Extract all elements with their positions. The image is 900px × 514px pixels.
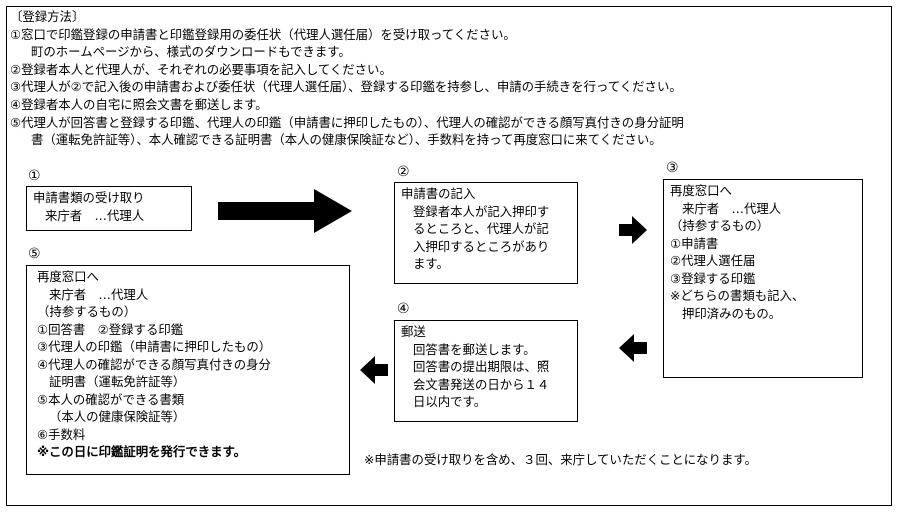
- step-2-line: 登録者本人が記入押印す: [413, 203, 550, 219]
- step-4-line: 回答書の提出期限は、照: [413, 359, 550, 374]
- step-4-line: 日以内です。: [413, 394, 487, 409]
- step-5-number: ⑤: [28, 246, 41, 262]
- step-4-line: 会文書発送の日から１４: [413, 376, 550, 392]
- step-5-line: （持参するもの）: [37, 304, 137, 319]
- step-5-line: （本人の健康保険証等）: [49, 409, 186, 424]
- left-arrow-icon: [619, 334, 647, 362]
- step-3-line: 来庁者 …代理人: [682, 200, 782, 216]
- step-5-line: 証明書（運転免許証等）: [49, 374, 186, 389]
- registration-method-section: 〔登録方法〕 ①窓口で印鑑登録の申請書と印鑑登録用の委任状（代理人選任届）を受け…: [10, 8, 890, 149]
- outer-frame: [6, 6, 892, 506]
- step-2-title: 申請書の記入: [401, 186, 476, 201]
- instruction-line: ⑤代理人が回答書と登録する印鑑、代理人の印鑑（申請書に押印したもの）、代理人の確…: [10, 114, 684, 130]
- step-3-number: ③: [666, 160, 679, 176]
- instruction-line: ②登録者本人と代理人が、それぞれの必要事項を記入してください。: [10, 61, 392, 77]
- step-2-line: ます。: [413, 256, 449, 271]
- step-3-line: ③登録する印鑑: [670, 270, 756, 286]
- step-5-note: ※この日に印鑑証明を発行できます。: [37, 444, 247, 459]
- section-heading: 〔登録方法〕: [10, 9, 85, 24]
- step-2-line: 入押印するところがあり: [413, 238, 550, 254]
- step-3-line: ※どちらの書類も記入、: [670, 288, 805, 303]
- step-4-number: ④: [397, 301, 410, 317]
- step-3-title: 再度窓口へ: [670, 183, 732, 198]
- step-1-line: 来庁者 …代理人: [45, 207, 145, 223]
- step-5-line: ⑥手数料: [37, 426, 86, 442]
- instruction-line: 書（運転免許証等）、本人確認できる証明書（本人の健康保険証など）、手数料を持って…: [31, 132, 662, 148]
- step-2-box: 申請書の記入 登録者本人が記入押印す るところと、代理人が記 入押印するところが…: [394, 182, 578, 284]
- step-2-line: るところと、代理人が記: [413, 221, 549, 236]
- step-3-line: （持参するもの）: [670, 218, 770, 233]
- step-4-title: 郵送: [401, 324, 426, 339]
- step-3-line: ②代理人選任届: [670, 253, 756, 268]
- instruction-line: ③代理人が②で記入後の申請書および委任状（代理人選任届）、登録する印鑑を持参し、…: [10, 79, 682, 95]
- step-4-box: 郵送 回答書を郵送します。 回答書の提出期限は、照 会文書発送の日から１４ 日以…: [394, 320, 578, 422]
- step-3-line: ①申請書: [670, 235, 719, 251]
- step-5-line: ①回答書 ②登録する印鑑: [37, 321, 184, 337]
- step-1-title: 申請書類の受け取り: [33, 190, 145, 205]
- instruction-line: 町のホームページから、様式のダウンロードもできます。: [31, 44, 351, 60]
- step-5-line: ⑤本人の確認ができる書類: [37, 391, 185, 407]
- footnote: ※申請書の受け取りを含め、３回、来庁していただくことになります。: [364, 452, 757, 467]
- instruction-line: ①窓口で印鑑登録の申請書と印鑑登録用の委任状（代理人選任届）を受け取ってください…: [10, 26, 516, 42]
- step-5-line: ④代理人の確認ができる顔写真付きの身分: [37, 356, 271, 372]
- step-4-line: 回答書を郵送します。: [413, 341, 536, 357]
- step-1-box: 申請書類の受け取り 来庁者 …代理人: [26, 186, 192, 231]
- step-5-box: 再度窓口へ 来庁者 …代理人 （持参するもの） ①回答書 ②登録する印鑑 ③代理…: [26, 265, 350, 475]
- right-arrow-icon: [218, 189, 352, 233]
- step-3-box: 再度窓口へ 来庁者 …代理人 （持参するもの） ①申請書 ②代理人選任届 ③登録…: [663, 179, 863, 378]
- step-5-title: 再度窓口へ: [37, 269, 99, 284]
- instruction-line: ④登録者本人の自宅に照会文書を郵送します。: [10, 96, 268, 112]
- right-arrow-icon: [619, 216, 647, 244]
- left-arrow-icon: [360, 356, 388, 384]
- step-1-number: ①: [28, 168, 41, 184]
- step-5-line: ③代理人の印鑑（申請書に押印したもの）: [37, 339, 272, 354]
- step-5-line: 来庁者 …代理人: [49, 286, 149, 302]
- step-3-line: 押印済みのもの。: [682, 305, 782, 321]
- step-2-number: ②: [397, 164, 410, 180]
